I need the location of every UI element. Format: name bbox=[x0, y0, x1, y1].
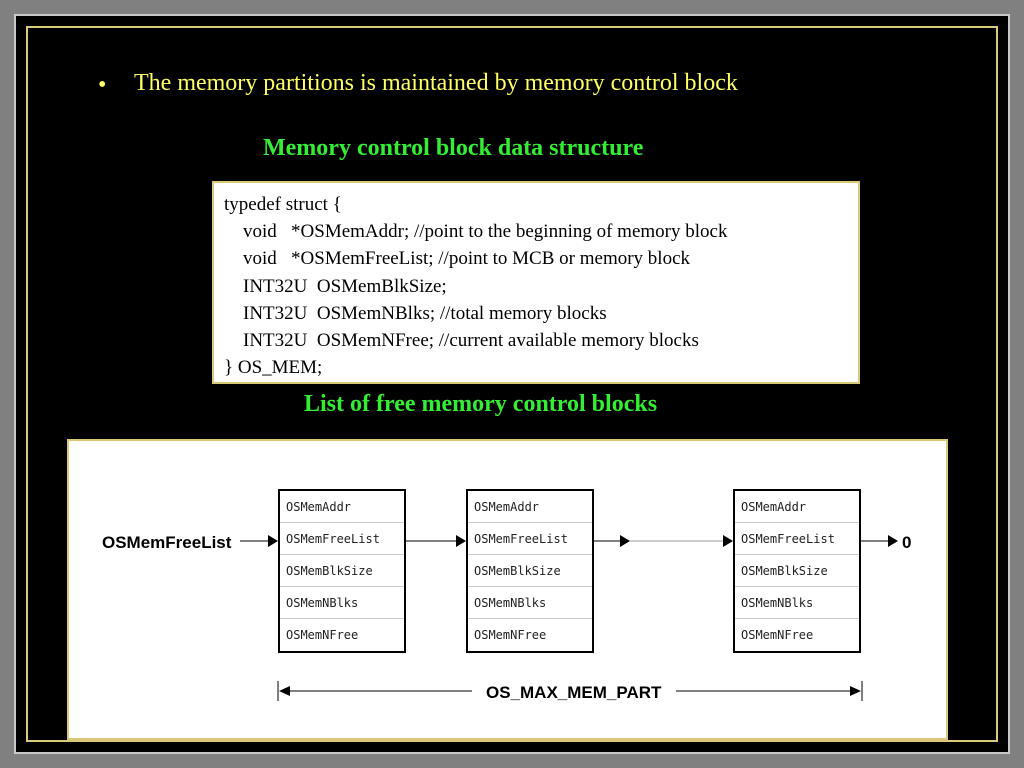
code-line: } OS_MEM; bbox=[224, 357, 323, 379]
bullet-symbol: • bbox=[98, 72, 107, 98]
code-line: INT32U OSMemNBlks; //total memory blocks bbox=[224, 302, 607, 324]
mcb-field: OSMemBlkSize bbox=[280, 555, 404, 587]
mcb-field: OSMemAddr bbox=[468, 491, 592, 523]
memory-control-block: OSMemAddr OSMemFreeList OSMemBlkSize OSM… bbox=[466, 489, 594, 653]
null-terminator-label: 0 bbox=[902, 533, 912, 552]
link-arrow-head-2a bbox=[620, 535, 630, 547]
code-line: void *OSMemFreeList; //point to MCB or m… bbox=[224, 248, 691, 270]
code-section-heading: Memory control block data structure bbox=[263, 135, 644, 161]
span-right-arrow-head bbox=[850, 686, 861, 696]
mcb-field: OSMemNBlks bbox=[468, 587, 592, 619]
mcb-field: OSMemNBlks bbox=[280, 587, 404, 619]
mcb-field: OSMemFreeList bbox=[280, 523, 404, 555]
mcb-field: OSMemBlkSize bbox=[735, 555, 859, 587]
span-label: OS_MAX_MEM_PART bbox=[486, 683, 662, 702]
code-line: INT32U OSMemNFree; //current available m… bbox=[224, 330, 699, 352]
mcb-field: OSMemNBlks bbox=[735, 587, 859, 619]
slide-inner-frame bbox=[26, 26, 998, 742]
code-line: void *OSMemAddr; //point to the beginnin… bbox=[224, 221, 728, 243]
list-section-heading: List of free memory control blocks bbox=[304, 391, 658, 417]
mcb-field: OSMemNFree bbox=[741, 628, 814, 642]
mcb-field: OSMemAddr bbox=[280, 491, 404, 523]
mcb-field: OSMemFreeList bbox=[735, 523, 859, 555]
memory-control-block: OSMemAddr OSMemFreeList OSMemBlkSize OSM… bbox=[278, 489, 406, 653]
free-list-arrow-head bbox=[268, 535, 278, 547]
terminator-arrow-head bbox=[888, 535, 898, 547]
mcb-field: OSMemNFree bbox=[474, 628, 547, 642]
memory-control-block: OSMemAddr OSMemFreeList OSMemBlkSize OSM… bbox=[733, 489, 861, 653]
code-box: typedef struct { void *OSMemAddr; //poin… bbox=[212, 181, 860, 384]
code-line: INT32U OSMemBlkSize; bbox=[224, 275, 447, 297]
free-list-label: OSMemFreeList bbox=[102, 533, 232, 552]
mcb-field: OSMemNFree bbox=[286, 628, 359, 642]
mcb-field: OSMemFreeList bbox=[468, 523, 592, 555]
span-left-arrow-head bbox=[279, 686, 290, 696]
code-line: typedef struct { bbox=[224, 194, 342, 215]
mcb-field: OSMemBlkSize bbox=[468, 555, 592, 587]
mcb-field: OSMemAddr bbox=[735, 491, 859, 523]
bullet-text: The memory partitions is maintained by m… bbox=[134, 70, 738, 96]
link-arrow-head-1 bbox=[456, 535, 466, 547]
link-arrow-head-2b bbox=[723, 535, 733, 547]
